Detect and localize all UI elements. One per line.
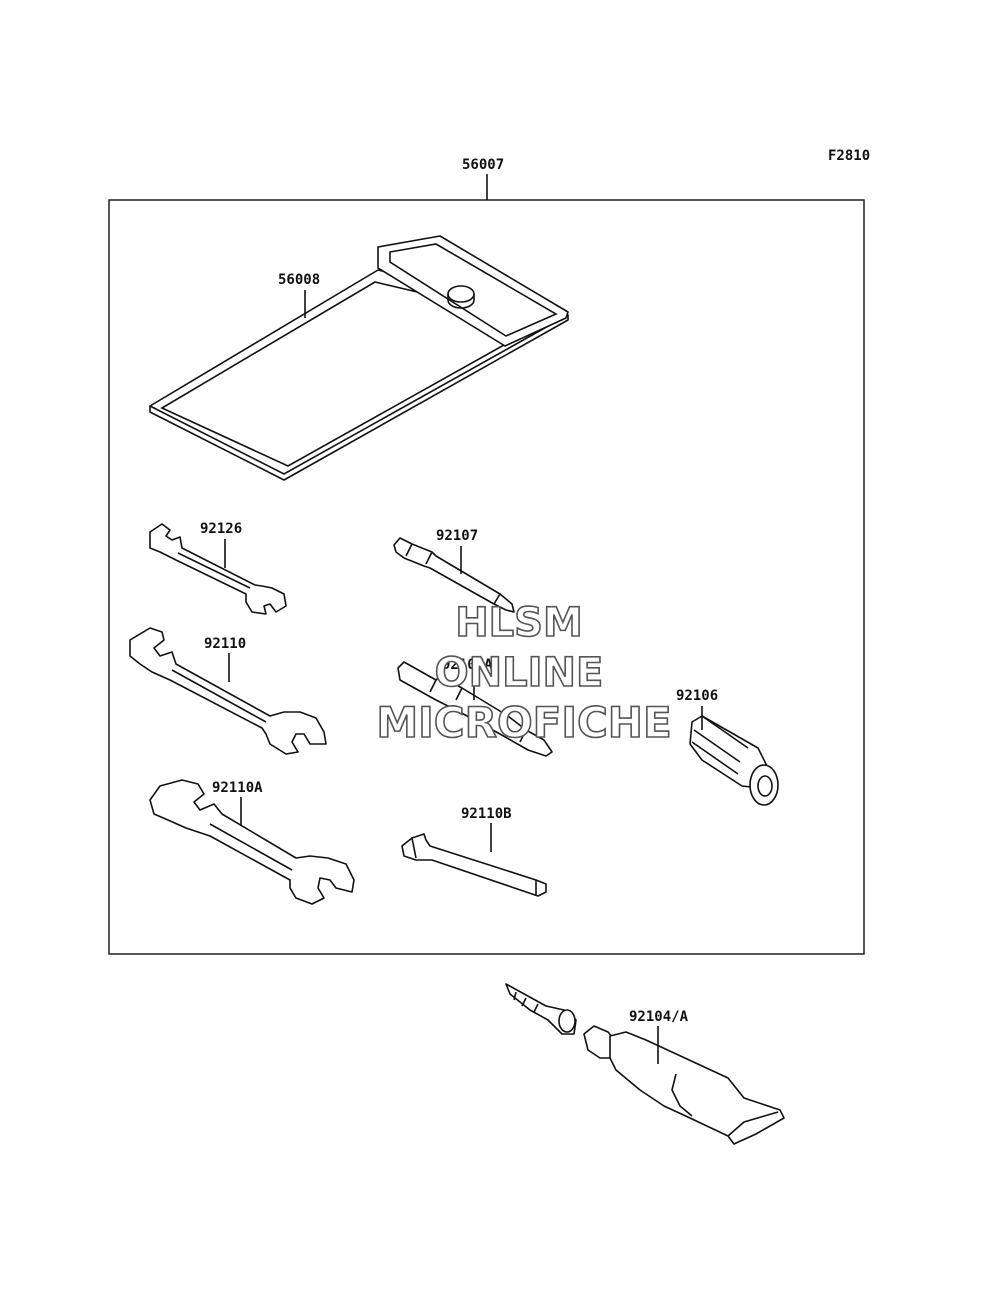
label-handle: 92106 bbox=[676, 688, 718, 704]
label-pouch: 56008 bbox=[278, 272, 320, 288]
watermark-line-2: ONLINE bbox=[435, 650, 604, 696]
handle-drawing bbox=[689, 715, 779, 806]
wrench-medium-drawing bbox=[129, 627, 327, 755]
wrench-small-drawing bbox=[149, 523, 287, 615]
screwdriver-bit-alt-drawing bbox=[397, 661, 553, 757]
label-grease-tube: 92104/A bbox=[629, 1009, 689, 1025]
screwdriver-bit-drawing bbox=[393, 537, 515, 613]
watermark: HLSM ONLINE MICROFICHE bbox=[376, 599, 673, 748]
label-wrench-large: 92110A bbox=[212, 780, 263, 796]
wrench-large-drawing bbox=[149, 779, 355, 905]
watermark-line-1: HLSM bbox=[455, 600, 583, 646]
label-screwdriver-bit-alt: 92107A bbox=[442, 657, 493, 673]
label-screwdriver-bit: 92107 bbox=[436, 528, 478, 544]
label-wrench-medium: 92110 bbox=[204, 636, 246, 652]
figure-code: F2810 bbox=[828, 148, 870, 164]
pouch-drawing bbox=[149, 235, 569, 481]
label-wrench-small: 92126 bbox=[200, 521, 242, 537]
grease-tube-drawing bbox=[505, 983, 785, 1145]
label-hex-key: 92110B bbox=[461, 806, 512, 822]
watermark-line-3: MICROFICHE bbox=[376, 698, 671, 747]
kit-box bbox=[108, 199, 865, 955]
label-kit: 56007 bbox=[462, 157, 504, 173]
hex-key-drawing bbox=[401, 833, 547, 897]
